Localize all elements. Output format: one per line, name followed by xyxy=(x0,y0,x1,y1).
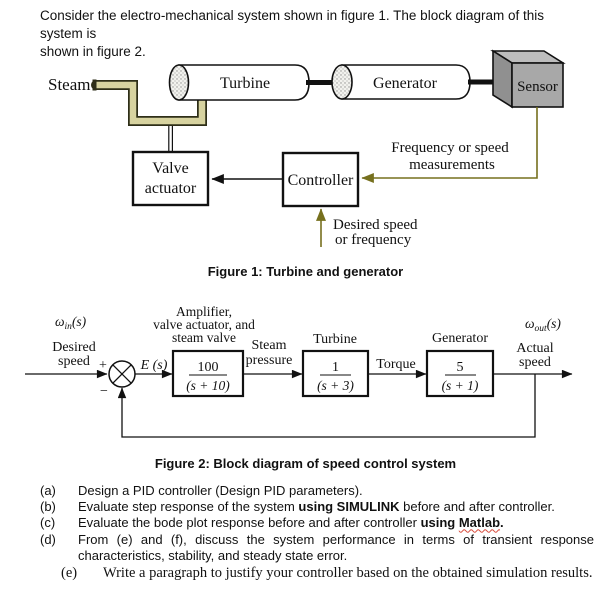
feedback-label-line2: measurements xyxy=(409,157,495,173)
question-a-text: Design a PID controller (Design PID para… xyxy=(78,483,363,498)
desired-speed-label-line1: Desired xyxy=(52,340,96,355)
sensor-label: Sensor xyxy=(517,79,558,95)
question-c: (c) Evaluate the bode plot response befo… xyxy=(40,515,594,531)
turbine-cylinder: Turbine xyxy=(168,64,310,101)
question-e-label: (e) xyxy=(61,565,78,582)
controller-label: Controller xyxy=(288,172,354,189)
generator-label: Generator xyxy=(373,75,438,92)
minus-sign: − xyxy=(100,384,108,399)
figure2-caption: Figure 2: Block diagram of speed control… xyxy=(154,456,457,471)
summing-junction xyxy=(108,360,136,388)
block1-denominator: (s + 10) xyxy=(186,378,230,393)
feedback-label-line1: Frequency or speed xyxy=(391,140,509,156)
steam-pipe xyxy=(91,79,207,126)
question-d-text: From (e) and (f), discuss the system per… xyxy=(78,531,594,563)
feedback-loop-line xyxy=(117,374,536,438)
question-e: (e) Write a paragraph to justify your co… xyxy=(40,565,594,581)
reference-label-line1: Desired speed xyxy=(333,217,418,233)
block1-title-line1: Amplifier, xyxy=(176,304,232,319)
question-c-text: Evaluate the bode plot response before a… xyxy=(78,515,504,531)
actual-speed-label-line1: Actual xyxy=(516,341,553,356)
input-omega-symbol: ωin(s) xyxy=(55,314,87,332)
transfer-block-amplifier: 100 (s + 10) xyxy=(171,349,245,398)
question-d-label: (d) xyxy=(40,531,56,547)
block3-numerator: 5 xyxy=(457,360,464,375)
controller-box: Controller xyxy=(281,151,360,208)
intro-line-1: Consider the electro-mechanical system s… xyxy=(40,8,544,41)
question-b-text: Evaluate step response of the system usi… xyxy=(78,499,555,515)
valve-label-line2: actuator xyxy=(145,180,197,197)
torque-label: Torque xyxy=(376,357,415,372)
block1-numerator: 100 xyxy=(198,360,219,375)
intro-paragraph: Consider the electro-mechanical system s… xyxy=(40,7,585,61)
block1-title-line3: steam valve xyxy=(172,330,236,345)
figure1-caption: Figure 1: Turbine and generator xyxy=(207,264,404,279)
question-e-text: Write a paragraph to justify your contro… xyxy=(103,565,593,582)
steam-label: Steam xyxy=(48,75,91,94)
sensor-cube: Sensor xyxy=(490,49,566,109)
desired-speed-label-line2: speed xyxy=(58,354,90,369)
turbine-label: Turbine xyxy=(220,75,270,92)
sensor-feedback-line xyxy=(361,107,538,183)
question-a: (a) Design a PID controller (Design PID … xyxy=(40,483,594,499)
transfer-block-generator: 5 (s + 1) xyxy=(425,349,495,398)
question-c-label: (c) xyxy=(40,515,56,531)
output-omega-symbol: ωout(s) xyxy=(525,316,561,334)
question-list: (a) Design a PID controller (Design PID … xyxy=(40,483,594,581)
figure1-diagram: Steam Turbine Generator xyxy=(48,49,566,248)
block3-denominator: (s + 1) xyxy=(442,378,479,393)
steam-pressure-label-line1: Steam xyxy=(252,338,287,353)
generator-cylinder: Generator xyxy=(331,64,471,100)
reference-label-line2: or frequency xyxy=(335,232,412,248)
valve-label-line1: Valve xyxy=(152,160,188,177)
question-a-label: (a) xyxy=(40,483,56,498)
steam-pressure-label-line2: pressure xyxy=(246,353,293,368)
intro-line-2: shown in figure 2. xyxy=(40,44,146,59)
question-b: (b) Evaluate step response of the system… xyxy=(40,499,594,515)
block2-denominator: (s + 3) xyxy=(317,378,354,393)
question-d: (d) From (e) and (f), discuss the system… xyxy=(40,532,594,564)
error-signal-label: E (s) xyxy=(140,358,168,373)
block2-numerator: 1 xyxy=(332,360,339,375)
block2-title: Turbine xyxy=(313,332,357,347)
actual-speed-label-line2: speed xyxy=(519,355,551,370)
valve-actuator-box: Valve actuator xyxy=(131,150,210,207)
plus-sign: + xyxy=(99,358,107,373)
transfer-block-turbine: 1 (s + 3) xyxy=(301,349,370,398)
block3-title: Generator xyxy=(432,331,488,346)
question-b-label: (b) xyxy=(40,499,56,515)
block1-title-line2: valve actuator, and xyxy=(153,317,255,332)
figure2-block-diagram: ωin(s) Desired speed + − E (s) Amplifier… xyxy=(25,304,573,438)
